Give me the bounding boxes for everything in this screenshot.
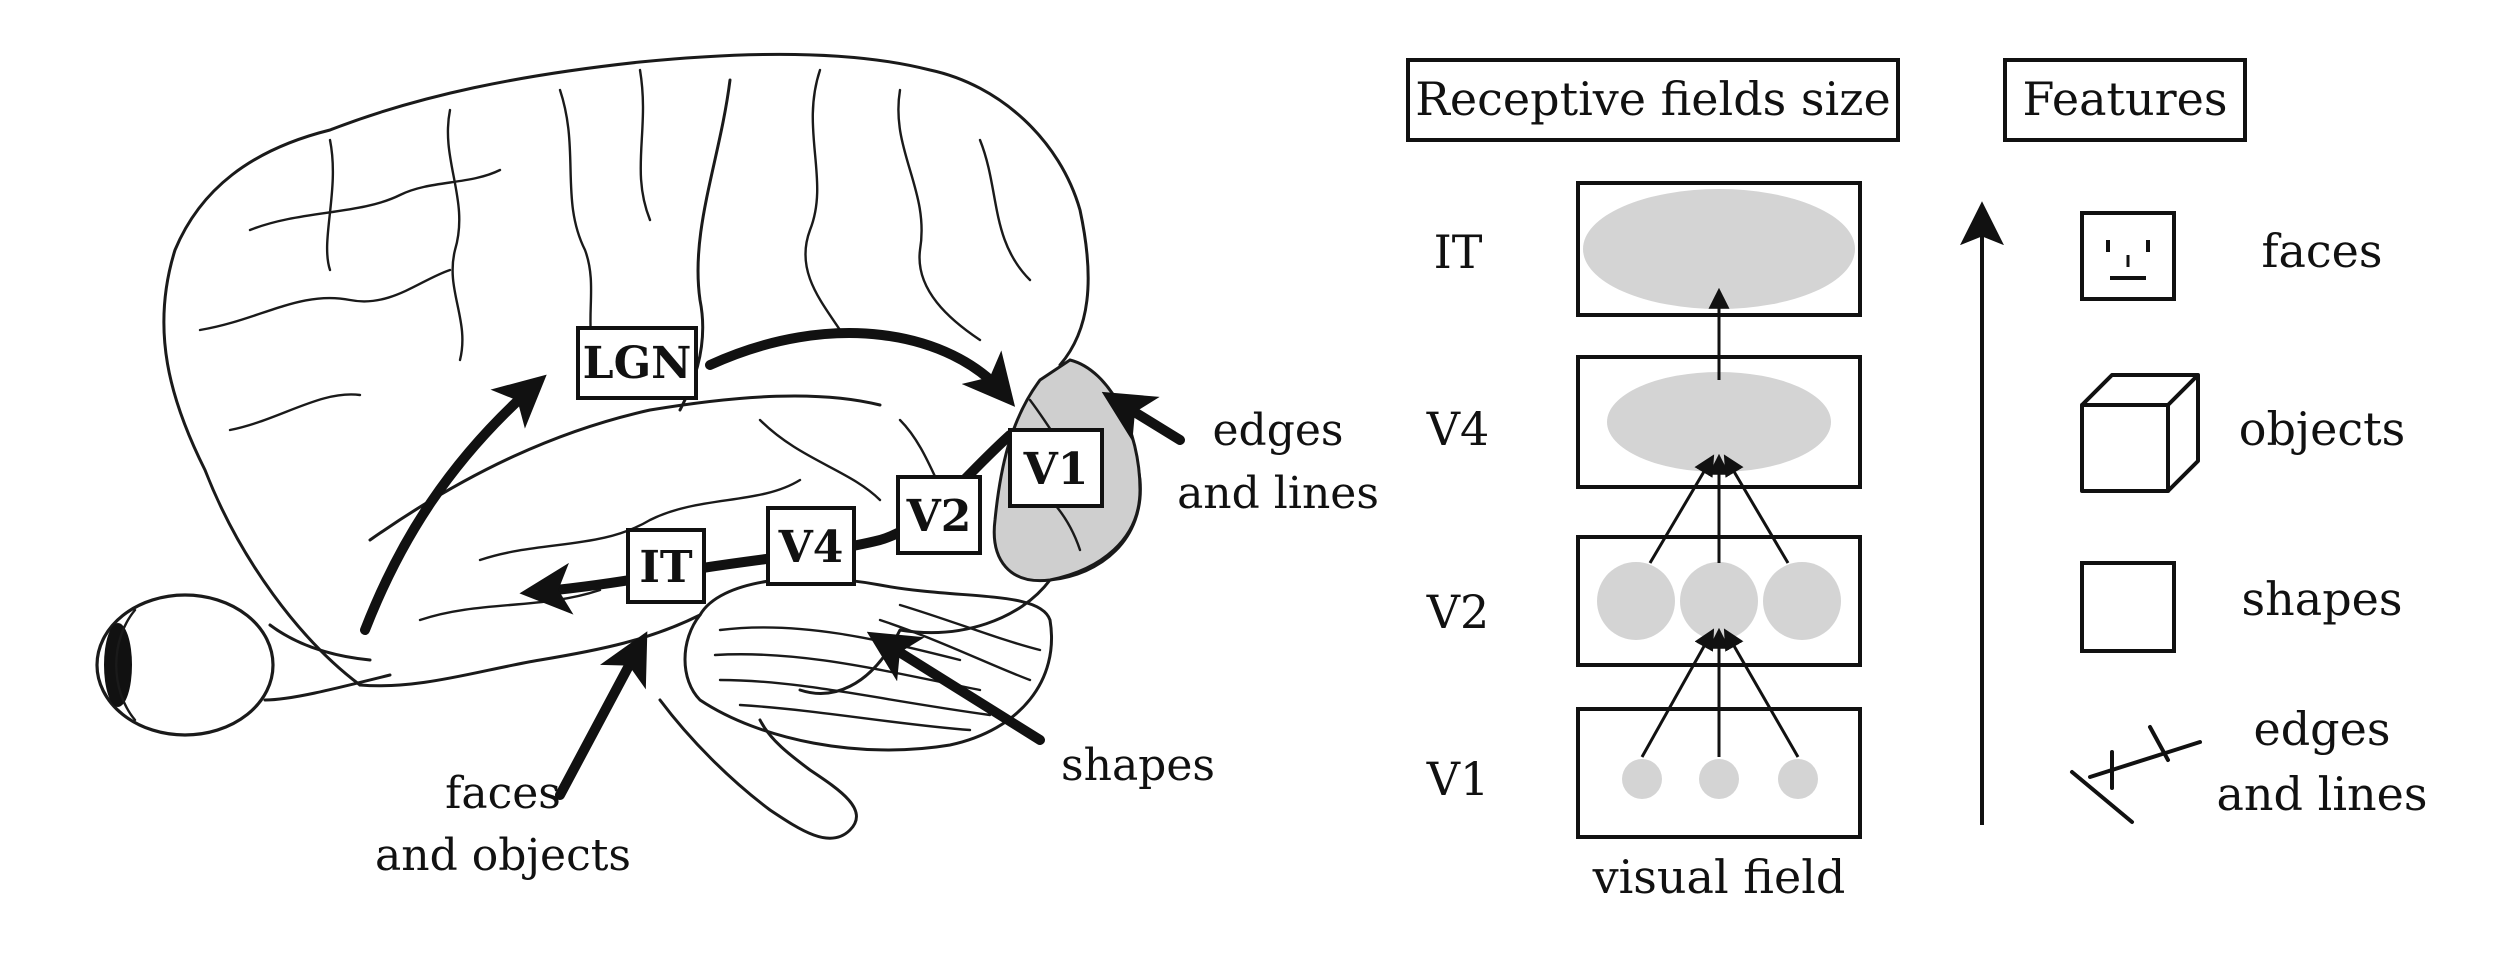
edges-annotation-arrow xyxy=(1101,391,1185,445)
shapes-annotation-arrow xyxy=(866,631,1045,745)
sulcus xyxy=(804,68,842,332)
features-header-box xyxy=(2003,58,2247,142)
sylvian-fissure xyxy=(368,394,882,542)
sulcus xyxy=(446,108,464,362)
cerebellum-folia xyxy=(713,603,1042,732)
area-box-v4: V4 xyxy=(766,506,856,586)
feature-label-edges-line1: edges xyxy=(2254,702,2391,756)
face-icon xyxy=(2080,211,2176,301)
area-label-v4: V4 xyxy=(778,522,844,573)
level-label-v4: V4 xyxy=(1426,402,1490,456)
level-label-v2: V2 xyxy=(1426,585,1490,639)
sulcus xyxy=(228,393,362,432)
optic-nerve-lower xyxy=(263,673,392,702)
area-label-v2: V2 xyxy=(906,491,972,542)
area-label-lgn: LGN xyxy=(583,338,692,389)
receptive-fields-panel: Receptive fields size IT V4 V2 V1 xyxy=(1406,58,1900,904)
receptive-field-v1-left xyxy=(1622,759,1662,799)
area-box-it: IT xyxy=(626,528,706,604)
cerebellum-outline xyxy=(683,576,1053,752)
features-header: Features xyxy=(2023,72,2228,126)
optic-nerve-upper xyxy=(268,623,372,662)
annotation-shapes: shapes xyxy=(1061,740,1215,791)
receptive-field-v2-left xyxy=(1597,562,1675,640)
visual-field-label: visual field xyxy=(1592,850,1846,904)
brainstem-outline xyxy=(658,698,858,840)
sulcus xyxy=(418,588,602,622)
annotation-faces-line1: faces xyxy=(445,768,561,819)
retina-to-lgn-arrow xyxy=(360,374,547,635)
features-panel: Features faces objects shapes edges a xyxy=(1960,58,2428,825)
area-box-v2: V2 xyxy=(896,475,982,555)
sulcus xyxy=(758,418,882,502)
area-label-v1: V1 xyxy=(1023,444,1089,495)
feature-label-shapes: shapes xyxy=(2242,572,2403,626)
annotation-edges-line2: and lines xyxy=(1177,468,1379,519)
receptive-header: Receptive fields size xyxy=(1415,72,1890,126)
eye-lens-arc xyxy=(115,608,137,722)
receptive-field-v4 xyxy=(1607,372,1831,472)
sulcus xyxy=(198,268,452,332)
receptive-field-v1-center xyxy=(1699,759,1739,799)
annotation-faces-line2: and objects xyxy=(375,830,631,881)
area-label-it: IT xyxy=(639,542,693,593)
cube-icon xyxy=(2080,373,2200,493)
faces-annotation-arrow xyxy=(555,631,648,800)
lgn-to-v1-arrow xyxy=(705,328,1016,407)
receptive-header-box xyxy=(1406,58,1900,142)
area-box-v1: V1 xyxy=(1008,428,1104,508)
sulcus xyxy=(325,138,335,272)
level-label-v1: V1 xyxy=(1426,752,1490,806)
sulcus xyxy=(478,478,802,562)
connections-v2-v4 xyxy=(1648,453,1790,564)
receptive-field-v2-center xyxy=(1680,562,1758,640)
eye-pupil xyxy=(104,623,132,707)
receptive-field-it xyxy=(1583,189,1855,309)
feature-label-objects: objects xyxy=(2239,402,2405,456)
temporal-lobe-outline xyxy=(358,613,702,688)
eye-icon xyxy=(95,593,275,737)
level-label-it: IT xyxy=(1434,225,1483,279)
edges-lines-icon xyxy=(2070,725,2202,824)
square-icon xyxy=(2080,561,2176,653)
receptive-field-v1-right xyxy=(1778,759,1818,799)
receptive-field-v2-right xyxy=(1763,562,1841,640)
sulcus xyxy=(638,68,652,222)
feature-label-faces: faces xyxy=(2261,224,2382,278)
connections-v1-v2 xyxy=(1640,627,1800,758)
sulcus xyxy=(978,138,1032,282)
sulcus xyxy=(248,168,502,232)
sulcus xyxy=(897,88,982,342)
area-box-lgn: LGN xyxy=(576,326,698,400)
annotation-edges-line1: edges xyxy=(1213,405,1344,456)
feature-label-edges-line2: and lines xyxy=(2217,767,2428,821)
